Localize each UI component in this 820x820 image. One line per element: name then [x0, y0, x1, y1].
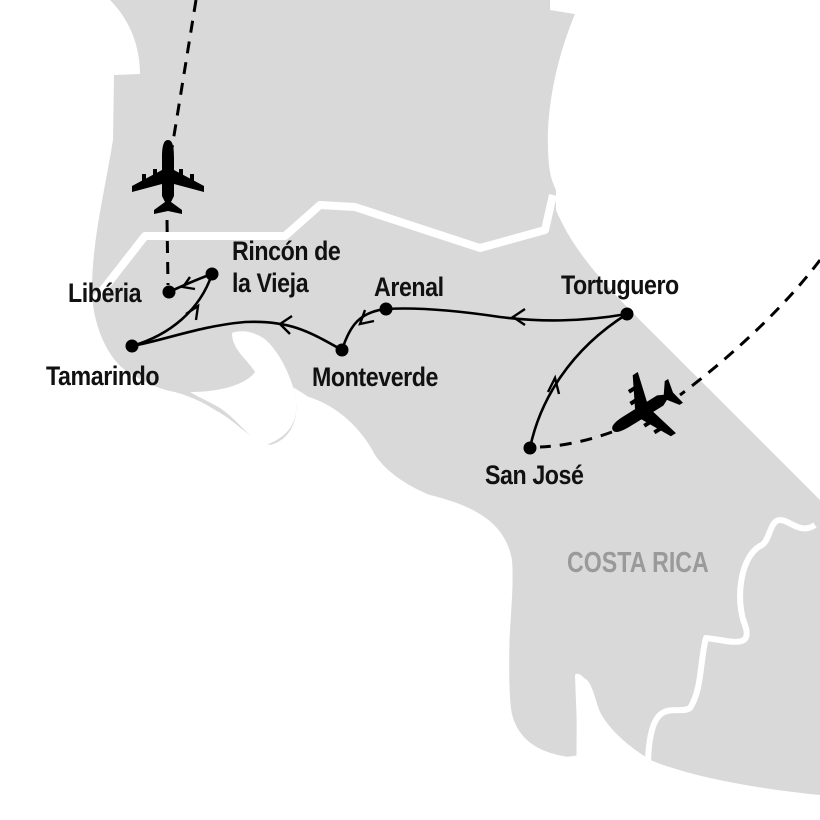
caribbean-water	[547, 0, 820, 495]
airplane-icon	[612, 372, 683, 437]
land-mass	[92, 0, 820, 795]
stop-label-monteverde: Monteverde	[312, 362, 439, 392]
stop-dot-liberia[interactable]	[162, 285, 176, 299]
flight-path-san-jose	[539, 430, 613, 449]
stop-label-rincon-line2: la Vieja	[232, 268, 309, 298]
arrow-icon	[358, 309, 375, 326]
arrow-icon	[510, 308, 526, 326]
stop-label-tortuguero: Tortuguero	[561, 270, 679, 300]
pacific-water-2	[576, 678, 820, 820]
flight-path-liberia	[165, 219, 170, 286]
flight-path-north	[170, 0, 198, 149]
arrow-icon	[180, 276, 196, 291]
gulf-water	[190, 331, 297, 445]
stop-label-arenal: Arenal	[374, 272, 444, 302]
stop-dot-san-jose[interactable]	[523, 441, 537, 455]
flight-path-east	[679, 259, 820, 397]
pacific-water	[0, 395, 580, 820]
stop-label-liberia: Libéria	[68, 278, 142, 308]
stop-label-san-jose: San José	[485, 460, 584, 490]
airplane-icon	[132, 140, 204, 214]
border-panama	[645, 517, 817, 771]
country-label: COSTA RICA	[567, 547, 709, 579]
border-nicaragua	[91, 194, 557, 303]
stop-dot-monteverde[interactable]	[335, 343, 349, 357]
route-monteverde-tamarindo	[131, 320, 343, 352]
stop-dot-tortuguero[interactable]	[620, 307, 634, 321]
stop-dot-tamarindo[interactable]	[125, 339, 139, 353]
arrow-icon	[546, 374, 561, 395]
stop-dot-arenal[interactable]	[379, 302, 393, 316]
arrow-icon	[278, 315, 293, 335]
route-sanjose-tortuguero	[528, 312, 628, 449]
stop-label-tamarindo: Tamarindo	[46, 361, 160, 391]
arrow-icon	[185, 303, 200, 321]
route-arenal-monteverde	[340, 307, 387, 351]
stop-dot-rincon[interactable]	[205, 267, 219, 281]
stop-label-rincon-line1: Rincón de	[232, 236, 341, 266]
route-tortuguero-arenal	[385, 307, 628, 322]
route-tamarindo-rincon	[131, 273, 214, 348]
